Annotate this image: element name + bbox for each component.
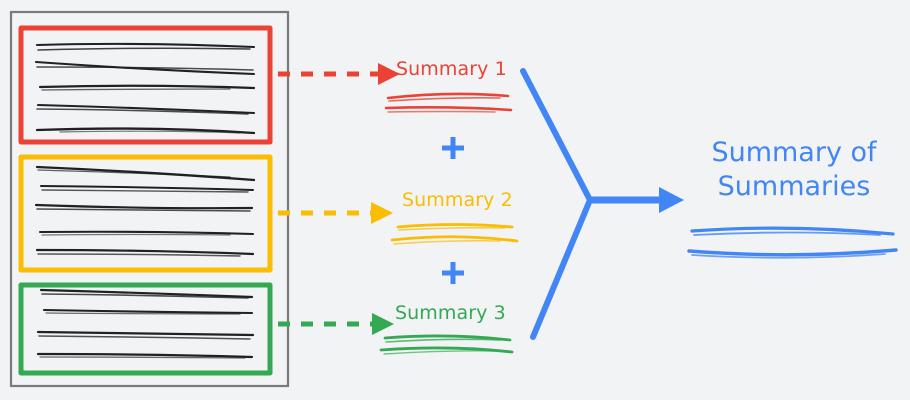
final-label-line-1: Summary of	[711, 137, 877, 168]
summary-2-underlines	[390, 223, 519, 245]
summary-1-label: Summary 1	[396, 58, 507, 80]
final-label-line-2: Summaries	[717, 171, 871, 202]
summary-3-label: Summary 3	[395, 302, 506, 324]
arrow-section-3	[278, 313, 394, 335]
summary-3-underlines	[379, 334, 514, 355]
summary-of-summaries-label: Summary of Summaries	[694, 136, 894, 204]
arrow-section-2	[278, 202, 393, 224]
summary-2-label: Summary 2	[402, 189, 513, 211]
section-3-text-lines	[36, 288, 255, 359]
section-box-3[interactable]	[18, 282, 273, 376]
section-1-text-lines	[34, 42, 256, 135]
section-2-text-lines	[34, 165, 256, 257]
plus-1-icon	[442, 137, 464, 159]
section-box-2[interactable]	[18, 154, 273, 273]
arrow-section-1	[278, 63, 400, 85]
plus-2-icon	[442, 262, 464, 284]
section-box-1[interactable]	[18, 25, 273, 145]
final-underlines	[687, 226, 898, 259]
summary-1-underlines	[384, 92, 513, 113]
merge-arrow	[520, 68, 684, 340]
